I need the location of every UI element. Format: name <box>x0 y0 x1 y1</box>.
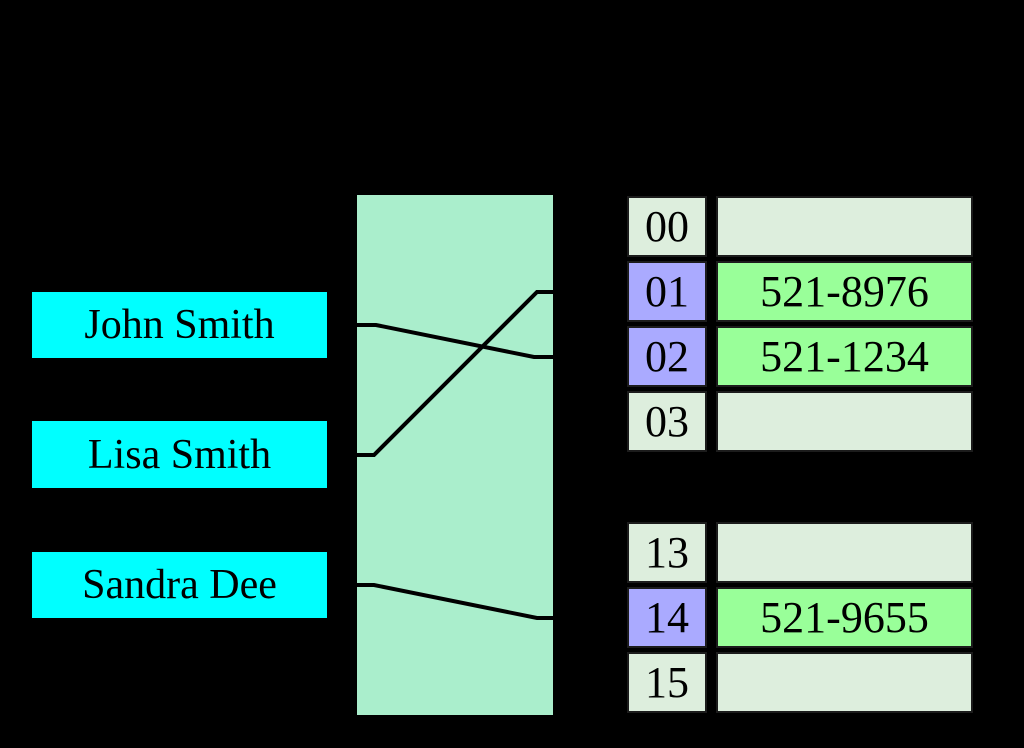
bucket-value-label: 521-1234 <box>760 332 929 381</box>
bucket-index-cell-15: 15 <box>627 652 707 713</box>
link-line-lisa-smith-to-bucket-01 <box>327 290 627 457</box>
link-line-john-smith-to-bucket-02 <box>327 323 627 359</box>
link-line-sandra-dee-to-bucket-14 <box>327 583 627 620</box>
key-box-sandra-dee: Sandra Dee <box>32 552 327 618</box>
bucket-index-label: 15 <box>645 658 689 707</box>
bucket-index-label: 14 <box>645 593 689 642</box>
bucket-value-cell-03 <box>716 391 973 452</box>
bucket-index-label: 02 <box>645 332 689 381</box>
bucket-value-cell-15 <box>716 652 973 713</box>
bucket-row-00: 00 <box>627 196 973 257</box>
bucket-row-03: 03 <box>627 391 973 452</box>
hash-function-box <box>357 195 553 715</box>
bucket-value-cell-13 <box>716 522 973 583</box>
bucket-index-cell-03: 03 <box>627 391 707 452</box>
bucket-row-13: 13 <box>627 522 973 583</box>
key-label-sandra-dee: Sandra Dee <box>82 562 277 608</box>
bucket-value-label: 521-8976 <box>760 267 929 316</box>
bucket-row-02: 02 521-1234 <box>627 326 973 387</box>
bucket-index-cell-02: 02 <box>627 326 707 387</box>
key-label-lisa-smith: Lisa Smith <box>87 431 272 478</box>
bucket-index-label: 00 <box>645 202 689 251</box>
bucket-index-label: 01 <box>645 267 689 316</box>
key-label-john-smith: John Smith <box>84 302 275 348</box>
bucket-index-cell-13: 13 <box>627 522 707 583</box>
key-box-john-smith: John Smith <box>32 292 327 358</box>
bucket-index-cell-01: 01 <box>627 261 707 322</box>
bucket-value-cell-01: 521-8976 <box>716 261 973 322</box>
bucket-value-cell-00 <box>716 196 973 257</box>
bucket-value-cell-14: 521-9655 <box>716 587 973 648</box>
bucket-row-01: 01 521-8976 <box>627 261 973 322</box>
bucket-index-cell-00: 00 <box>627 196 707 257</box>
bucket-index-label: 13 <box>645 528 689 577</box>
bucket-row-14: 14 521-9655 <box>627 587 973 648</box>
bucket-index-label: 03 <box>645 397 689 446</box>
bucket-value-label: 521-9655 <box>760 593 929 642</box>
key-box-lisa-smith: Lisa Smith <box>32 421 327 488</box>
bucket-row-15: 15 <box>627 652 973 713</box>
bucket-value-cell-02: 521-1234 <box>716 326 973 387</box>
bucket-index-cell-14: 14 <box>627 587 707 648</box>
